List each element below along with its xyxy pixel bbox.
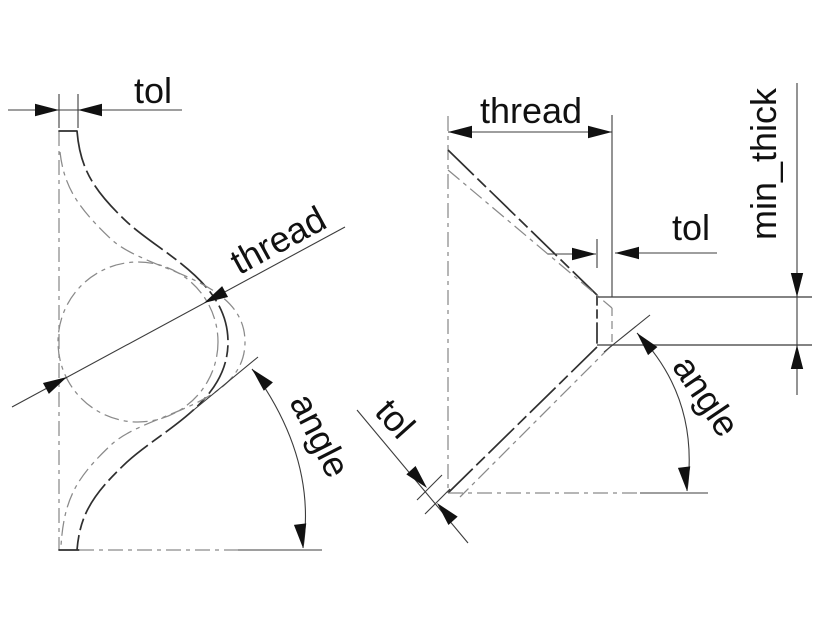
arrowhead <box>448 125 472 139</box>
arrowhead <box>790 273 804 297</box>
arrowhead <box>632 328 658 356</box>
ball-circle <box>57 261 219 423</box>
bottom-tol-extension-tick-1 <box>416 474 443 501</box>
right-figure: thread tol min_thick angle tol <box>356 83 812 544</box>
right-tol-bottom-label: tol <box>367 391 423 447</box>
min-thick-label: min_thick <box>743 87 784 240</box>
arrowhead <box>247 364 273 391</box>
arrowhead <box>35 103 59 117</box>
arrowhead <box>78 103 102 117</box>
funnel-upper-edge <box>447 149 598 296</box>
left-profile-curve <box>76 130 229 551</box>
left-angle-arc <box>251 368 306 549</box>
left-thread-dimension-line <box>11 226 346 408</box>
arrowhead <box>42 371 70 394</box>
left-figure: tol thread angle <box>8 70 359 551</box>
arrowhead <box>572 247 596 261</box>
right-angle-label: angle <box>665 348 748 444</box>
right-angle-arc <box>636 332 690 492</box>
right-tol-top-label: tol <box>672 207 710 248</box>
right-angle-reference-line <box>603 314 651 353</box>
left-tolerance-offset-curve <box>59 151 246 547</box>
left-angle-label: angle <box>282 387 359 484</box>
right-thread-label: thread <box>480 90 582 131</box>
arrowhead <box>790 345 804 369</box>
arrowhead <box>677 466 694 492</box>
arrowhead <box>406 466 432 493</box>
left-thread-label: thread <box>223 198 332 283</box>
arrowhead <box>615 246 639 260</box>
funnel-upper-offset-edge <box>447 169 613 309</box>
bottom-tol-extension-tick-2 <box>424 488 451 515</box>
funnel-lower-offset-edge <box>459 344 613 498</box>
left-angle-reference-line <box>189 356 259 414</box>
arrowhead <box>588 125 612 139</box>
funnel-lower-edge <box>447 346 598 494</box>
left-tol-label: tol <box>134 70 172 111</box>
arrowhead <box>201 286 229 309</box>
arrowhead <box>293 523 310 549</box>
